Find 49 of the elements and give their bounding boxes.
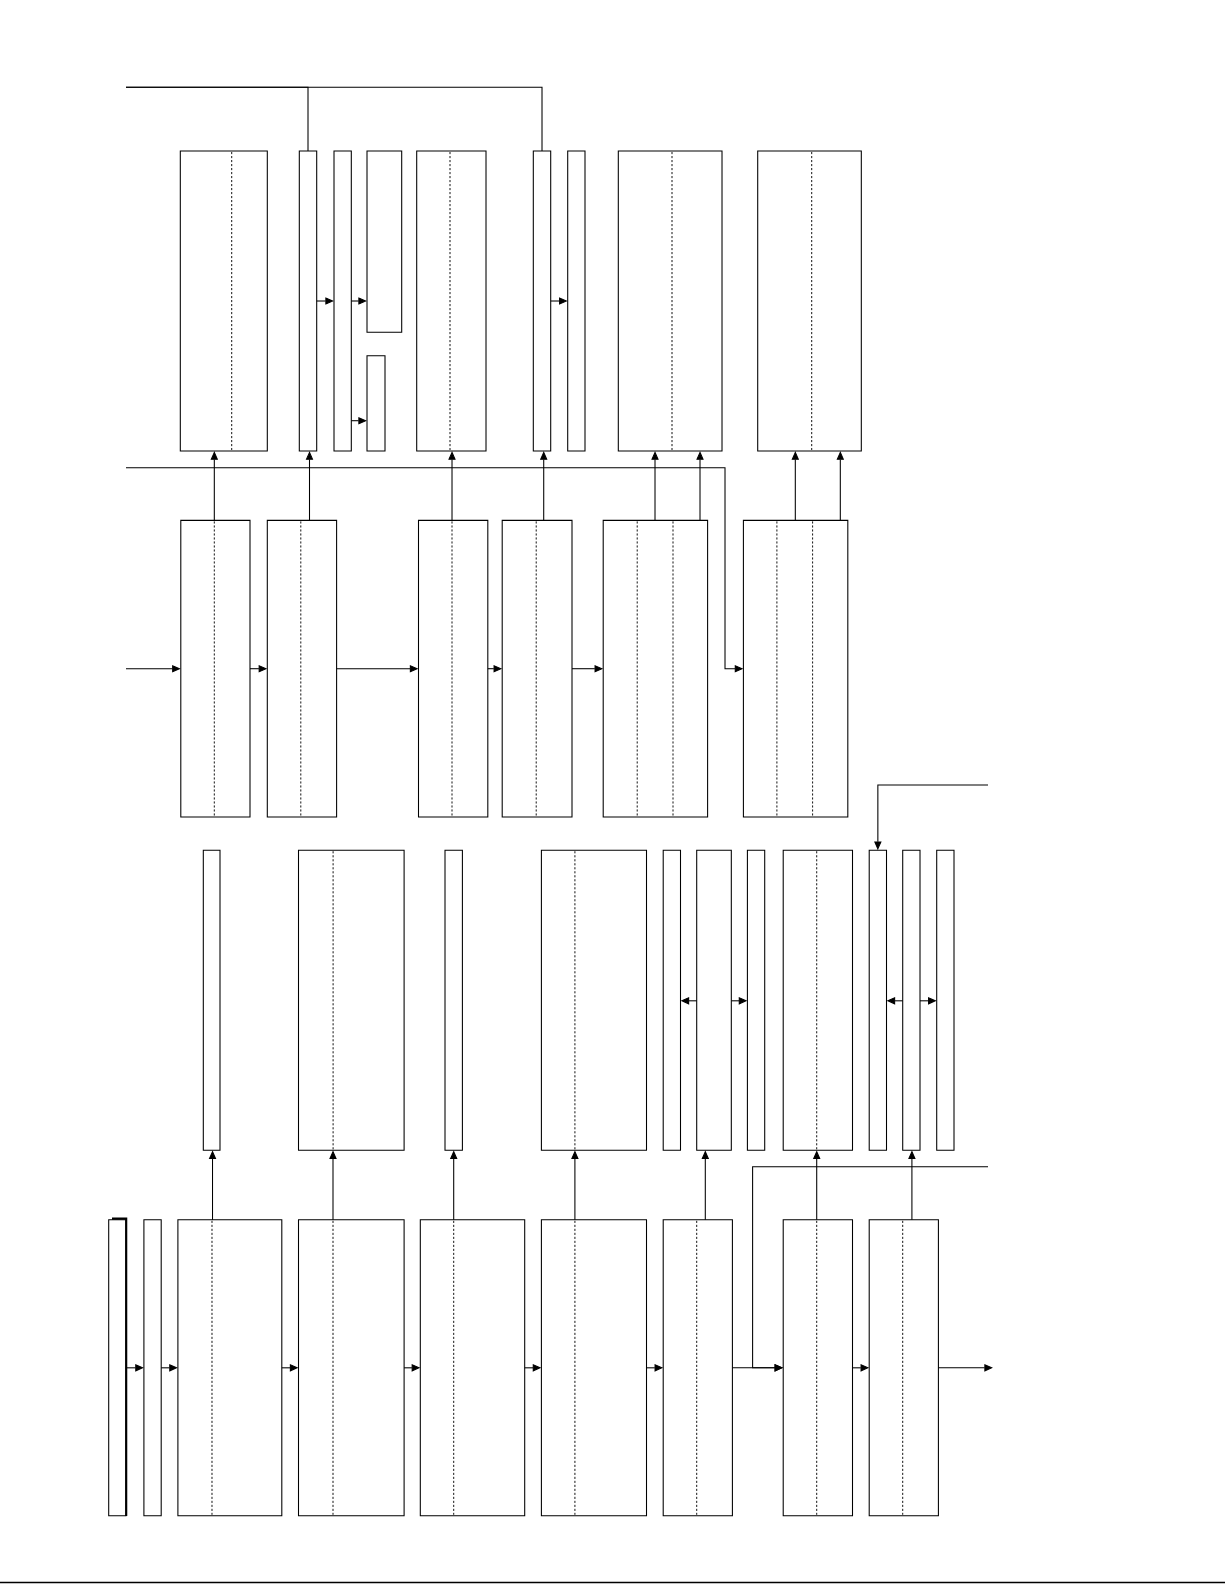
arrow	[752, 1166, 989, 1372]
box	[419, 1219, 526, 1517]
box	[567, 150, 586, 452]
box	[417, 519, 489, 818]
arrow	[696, 451, 704, 521]
box	[696, 849, 732, 1151]
box	[366, 150, 403, 333]
box	[177, 1219, 283, 1517]
box	[746, 849, 766, 1151]
box	[936, 849, 955, 1151]
box	[540, 1219, 648, 1517]
box	[902, 849, 921, 1151]
box	[602, 519, 709, 818]
box	[662, 1219, 733, 1517]
connector-line	[125, 86, 543, 152]
box	[179, 150, 268, 452]
box	[444, 849, 463, 1151]
arrow	[937, 1364, 993, 1372]
box	[540, 849, 648, 1151]
box	[202, 849, 221, 1151]
arrow	[539, 451, 548, 521]
arrow	[350, 297, 367, 305]
arrow	[305, 451, 314, 521]
arrow	[448, 451, 456, 521]
box	[532, 150, 552, 452]
box	[868, 849, 888, 1151]
box	[742, 519, 849, 818]
box	[366, 355, 386, 452]
box	[266, 519, 338, 818]
box	[662, 849, 682, 1151]
box	[782, 849, 854, 1151]
box	[143, 1219, 162, 1517]
box	[180, 519, 251, 818]
box	[868, 1219, 939, 1517]
box	[108, 1217, 128, 1517]
box	[617, 150, 723, 452]
box	[297, 849, 405, 1151]
arrow	[125, 1364, 144, 1372]
box	[297, 1219, 405, 1517]
box	[501, 519, 573, 818]
box	[333, 150, 352, 452]
arrow	[350, 416, 367, 425]
arrow	[160, 1364, 178, 1372]
box	[782, 1219, 854, 1517]
arrow	[316, 297, 334, 305]
box	[298, 150, 318, 452]
box	[757, 150, 862, 452]
box	[416, 150, 487, 452]
arrow	[651, 451, 659, 521]
